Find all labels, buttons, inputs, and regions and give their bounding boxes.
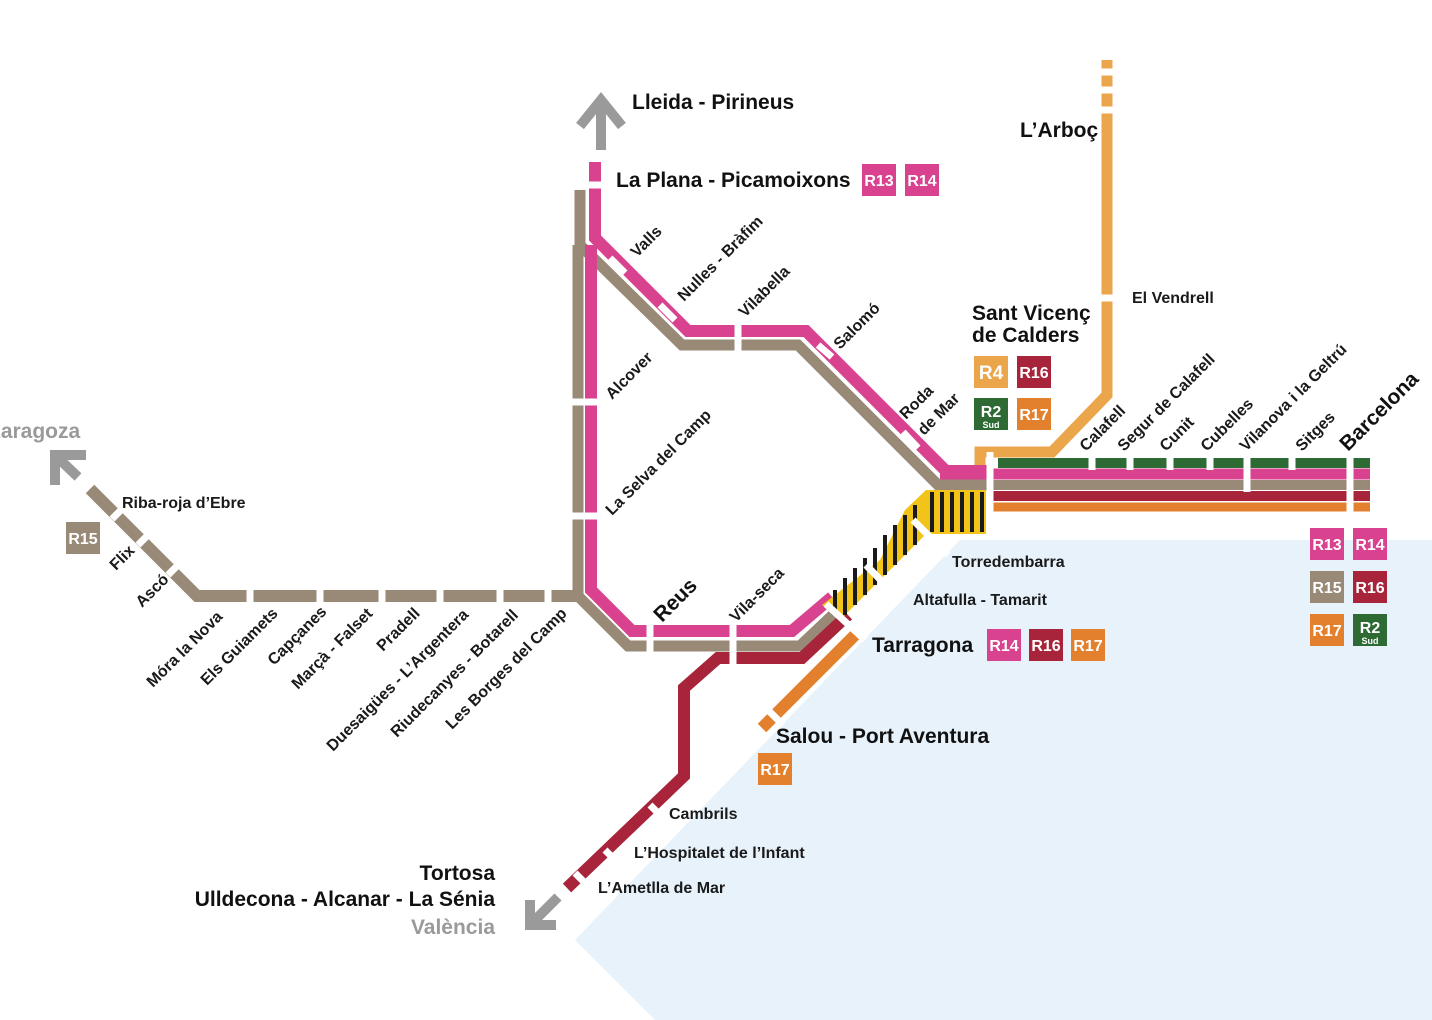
arrow-tortosa <box>525 893 562 930</box>
svg-text:R17: R17 <box>1019 407 1048 424</box>
station-hospitalet: L’Hospitalet de l’Infant <box>634 845 805 862</box>
line-r17-salou <box>757 627 863 733</box>
line-r15-reus <box>572 245 842 652</box>
badge-r17: R17 <box>758 753 792 785</box>
station-asco: Ascó <box>133 571 173 611</box>
badge-r2-sud: R2 Sud <box>974 398 1008 430</box>
station-cunit: Cunit <box>1157 413 1198 454</box>
line-r14-reus <box>585 245 836 637</box>
dest-lleida: Lleida - Pirineus <box>632 91 794 114</box>
station-vilabella: Vilabella <box>736 263 794 321</box>
station-sant-vicenc-1: Sant Vicenç <box>972 302 1091 325</box>
svg-text:Sud: Sud <box>983 420 1000 430</box>
arrow-zaragoza <box>50 450 86 485</box>
badge-r14: R14 <box>987 629 1021 661</box>
station-sitges: Sitges <box>1293 409 1339 455</box>
dest-zaragoza: Zaragoza <box>0 420 81 443</box>
station-altafulla: Altafulla - Tamarit <box>913 592 1048 609</box>
svg-text:R14: R14 <box>907 173 936 190</box>
svg-text:R17: R17 <box>760 762 789 779</box>
station-alcover: Alcover <box>603 349 657 403</box>
station-salomo: Salomó <box>831 300 884 353</box>
hatched-section <box>822 490 986 620</box>
station-pradell: Pradell <box>374 605 424 655</box>
badge-r13: R13 <box>1310 528 1344 560</box>
badge-r17: R17 <box>1071 629 1105 661</box>
station-vilanova: Vilanova i la Geltrú <box>1237 341 1351 455</box>
svg-text:R15: R15 <box>68 531 97 548</box>
svg-text:R16: R16 <box>1019 365 1048 382</box>
station-sant-vicenc-2: de Calders <box>972 324 1079 347</box>
badge-r17: R17 <box>1310 614 1344 646</box>
coastal-lines <box>940 458 1370 512</box>
badge-r16: R16 <box>1353 571 1387 603</box>
svg-text:R16: R16 <box>1031 638 1060 655</box>
line-r4 <box>974 60 1113 470</box>
badge-r14: R14 <box>905 164 939 196</box>
badge-r16: R16 <box>1017 356 1051 388</box>
station-riba-roja: Riba-roja d’Ebre <box>122 495 246 512</box>
station-marca: Marçà - Falset <box>289 605 377 693</box>
station-vila-seca: Vila-seca <box>727 565 788 626</box>
badge-r2-sud: R2 Sud <box>1353 614 1387 646</box>
svg-text:R16: R16 <box>1355 580 1384 597</box>
svg-text:R14: R14 <box>1355 537 1384 554</box>
sea-area <box>575 540 1432 1020</box>
station-valls: Valls <box>628 223 666 261</box>
svg-text:R17: R17 <box>1312 623 1341 640</box>
badge-r13: R13 <box>862 164 896 196</box>
svg-text:Sud: Sud <box>1362 636 1379 646</box>
station-tarragona: Tarragona <box>872 634 973 657</box>
station-la-plana: La Plana - Picamoixons <box>616 169 851 192</box>
station-flix: Flix <box>107 542 139 574</box>
line-r15-west <box>85 484 578 602</box>
arrow-lleida <box>576 92 626 150</box>
svg-text:R2: R2 <box>981 404 1002 421</box>
station-ametlla: L’Ametlla de Mar <box>598 880 725 897</box>
badge-r15: R15 <box>66 522 100 554</box>
svg-text:R2: R2 <box>1360 620 1381 637</box>
station-el-vendrell: El Vendrell <box>1132 290 1214 307</box>
svg-text:R13: R13 <box>864 173 893 190</box>
badge-r16: R16 <box>1029 629 1063 661</box>
station-torredembarra: Torredembarra <box>952 554 1065 571</box>
station-ticks <box>109 181 1354 891</box>
line-r4-gaps <box>1098 68 1116 302</box>
badge-r17: R17 <box>1017 398 1051 430</box>
dest-tortosa: Tortosa <box>420 862 496 885</box>
station-reus: Reus <box>649 574 702 627</box>
svg-text:R14: R14 <box>989 638 1018 655</box>
svg-text:R13: R13 <box>1312 537 1341 554</box>
station-la-selva: La Selva del Camp <box>603 407 715 519</box>
svg-text:R4: R4 <box>979 363 1004 384</box>
badge-r14: R14 <box>1353 528 1387 560</box>
dest-valencia: València <box>411 916 495 939</box>
badge-r4: R4 <box>974 356 1008 388</box>
svg-text:R17: R17 <box>1073 638 1102 655</box>
station-larboc: L’Arboç <box>1020 119 1098 142</box>
station-salou: Salou - Port Aventura <box>776 725 989 748</box>
dest-barcelona: Barcelona <box>1335 367 1423 455</box>
line-r16-south <box>562 610 853 893</box>
svg-text:R15: R15 <box>1312 580 1341 597</box>
badge-r15: R15 <box>1310 571 1344 603</box>
dest-ulldecona: Ulldecona - Alcanar - La Sénia <box>195 888 496 911</box>
station-cambrils: Cambrils <box>669 806 738 823</box>
